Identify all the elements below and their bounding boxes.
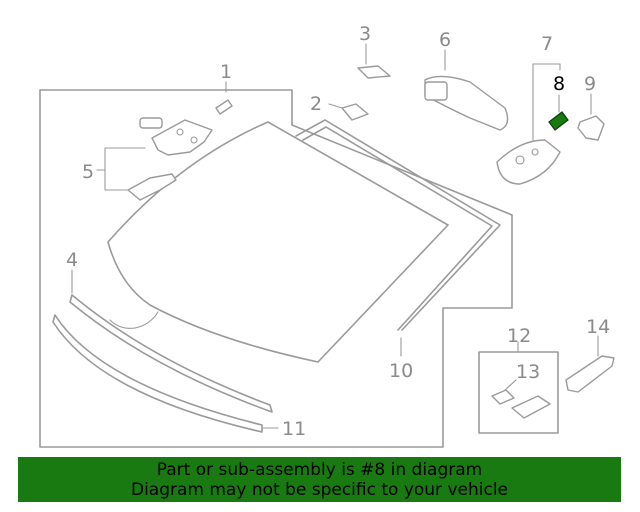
part-9 [577,115,605,141]
part-3 [357,65,391,79]
callout-12: 12 [507,325,531,347]
info-banner: Part or sub-assembly is #8 in diagram Di… [18,457,621,502]
callout-5: 5 [82,161,94,183]
molding-10-inner [302,126,493,331]
leader-lines [71,43,599,429]
brackets-5 [127,99,233,201]
part-8-highlighted [548,111,569,131]
callout-9: 9 [584,73,596,95]
glass-wire [109,311,159,329]
callout-3: 3 [359,23,371,45]
part-2 [341,103,369,121]
parts-diagram: 1 2 3 6 7 8 9 5 4 10 11 12 13 14 [39,23,615,448]
strip-4 [69,294,273,413]
callout-14: 14 [586,316,610,338]
part-13-sensor [511,395,551,419]
part-14 [565,355,615,393]
cowl-11 [52,314,263,433]
molding-10 [295,119,501,331]
part-13-pad [491,389,515,405]
mirror-6 [424,75,509,131]
banner-line-1: Part or sub-assembly is #8 in diagram [156,460,483,480]
callout-8: 8 [553,73,565,95]
banner-line-2: Diagram may not be specific to your vehi… [130,480,508,500]
callout-10: 10 [389,360,413,382]
assembly-outline [39,89,513,448]
callout-4: 4 [66,249,78,271]
callout-6: 6 [439,29,451,51]
windshield-glass [107,121,449,363]
callout-1: 1 [220,61,232,83]
callout-2: 2 [310,93,322,115]
housing-7 [496,139,561,185]
callout-7: 7 [541,33,553,55]
callout-13: 13 [516,361,540,383]
callout-11: 11 [282,418,306,440]
